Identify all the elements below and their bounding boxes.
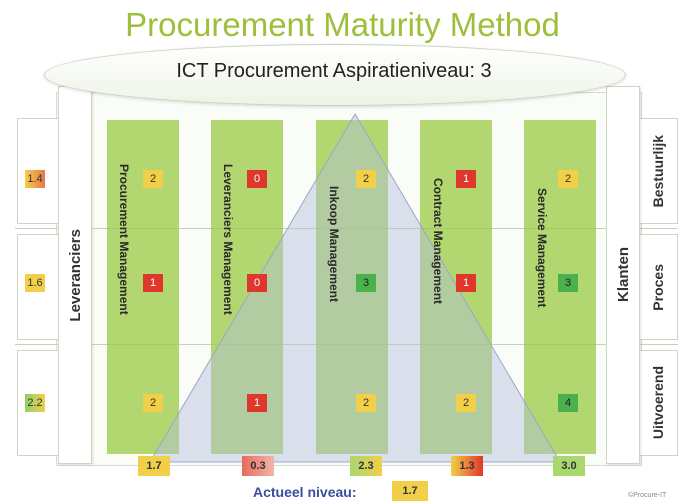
row-score-proces: 1.6 <box>25 274 45 292</box>
score-badge: 1 <box>456 274 476 292</box>
column-average: 3.0 <box>553 456 585 476</box>
column-label-inkoop-management: Inkoop Management <box>327 186 341 303</box>
triangle-shape <box>149 113 561 463</box>
row-score-bestuurlijk: 1.4 <box>25 170 45 188</box>
leveranciers-sidebar: Leveranciers <box>58 86 92 464</box>
score-badge: 2 <box>456 394 476 412</box>
score-badge: 0 <box>247 170 267 188</box>
column-label-service-management: Service Management <box>535 188 549 308</box>
diagram-title: Procurement Maturity Method <box>125 6 560 43</box>
score-badge: 1 <box>247 394 267 412</box>
row-label-cell-uitvoerend: Uitvoerend <box>638 350 678 456</box>
score-badge: 1 <box>456 170 476 188</box>
column-average: 1.7 <box>138 456 170 476</box>
row-score-uitvoerend: 2.2 <box>25 394 45 412</box>
score-badge: 1 <box>143 274 163 292</box>
column-inkoop-management <box>316 120 388 454</box>
score-badge: 2 <box>356 170 376 188</box>
score-badge: 2 <box>558 170 578 188</box>
klanten-sidebar: Klanten <box>606 86 640 464</box>
credit-text: ©Procure-IT <box>628 492 667 499</box>
score-badge: 3 <box>558 274 578 292</box>
column-label-procurement-management: Procurement Management <box>117 164 131 315</box>
aspiration-oval <box>44 44 626 106</box>
column-average: 0.3 <box>242 456 274 476</box>
column-average: 1.3 <box>451 456 483 476</box>
score-badge: 0 <box>247 274 267 292</box>
column-label-contract-management: Contract Management <box>431 178 445 305</box>
score-badge: 2 <box>143 394 163 412</box>
score-badge: 2 <box>143 170 163 188</box>
score-badge: 3 <box>356 274 376 292</box>
score-badge: 2 <box>356 394 376 412</box>
aspiration-text: ICT Procurement Aspiratieniveau: 3 <box>176 60 492 82</box>
actual-level-value: 1.7 <box>392 481 428 501</box>
actual-level-label: Actueel niveau: <box>253 484 357 500</box>
column-average: 2.3 <box>350 456 382 476</box>
column-label-leveranciers-management: Leveranciers Management <box>221 164 235 315</box>
score-badge: 4 <box>558 394 578 412</box>
